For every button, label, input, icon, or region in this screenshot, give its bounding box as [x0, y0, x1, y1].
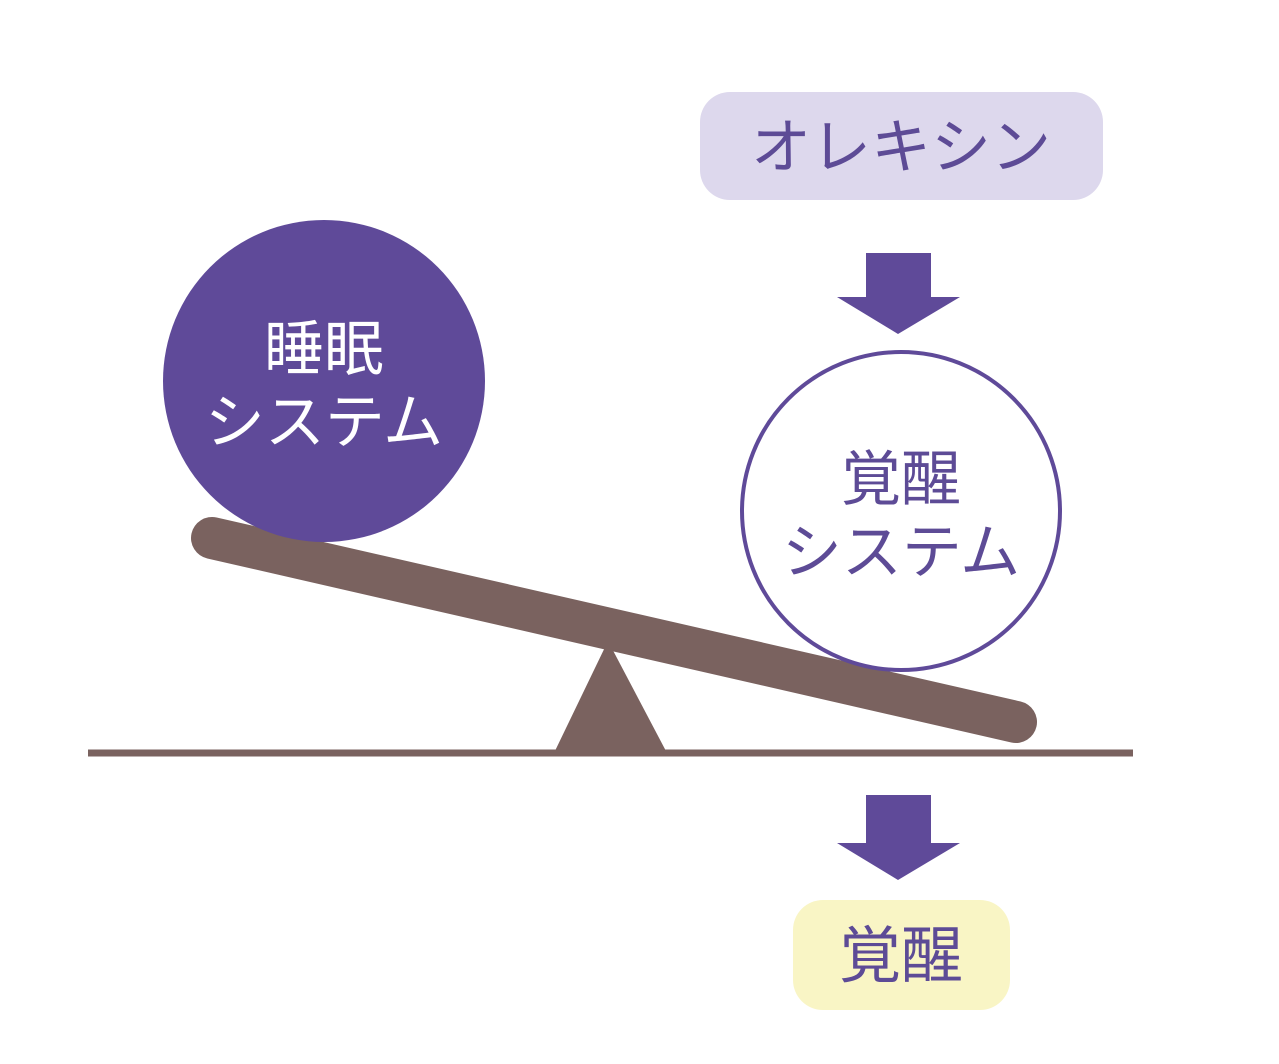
arousal-outcome-node[interactable]: 覚醒	[793, 900, 1010, 1010]
sleep-system-circle	[163, 220, 485, 542]
seesaw-plank	[191, 517, 1037, 743]
sleep-system-label-line2: システム	[205, 388, 443, 458]
arousal-system-label-line2: システム	[782, 518, 1020, 588]
arousal-system-label-line1: 覚醒	[841, 445, 961, 515]
arousal-outcome-label: 覚醒	[839, 919, 963, 992]
arousal-outcome-box	[793, 900, 1010, 1010]
sleep-system-label-line1: 睡眠	[264, 315, 384, 385]
orexin-box	[700, 92, 1103, 200]
sleep-system-node[interactable]: 睡眠 システム	[163, 220, 485, 542]
fulcrum-triangle	[554, 641, 667, 753]
arousal-system-circle	[740, 350, 1062, 672]
orexin-node[interactable]: オレキシン	[700, 92, 1103, 200]
arrow-down-arousal-icon	[837, 795, 960, 880]
orexin-label: オレキシン	[751, 113, 1051, 183]
arrow-down-orexin-icon	[837, 253, 960, 334]
arousal-system-node[interactable]: 覚醒 システム	[740, 350, 1062, 672]
